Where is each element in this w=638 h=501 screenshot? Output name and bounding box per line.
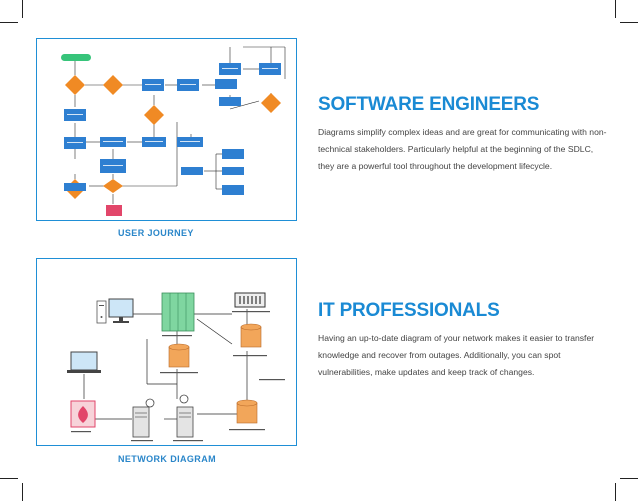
user-journey-diagram bbox=[36, 38, 297, 221]
crop-mark bbox=[22, 483, 23, 501]
network-illustration bbox=[67, 292, 285, 442]
crop-mark bbox=[615, 483, 616, 501]
it-professionals-heading: IT PROFESSIONALS bbox=[318, 300, 500, 321]
it-professionals-description: Having an up-to-date diagram of your net… bbox=[318, 333, 595, 377]
user-journey-caption: USER JOURNEY bbox=[118, 228, 194, 238]
crop-mark bbox=[620, 22, 638, 23]
network-diagram bbox=[36, 258, 297, 446]
software-engineers-description: Diagrams simplify complex ideas and are … bbox=[318, 127, 607, 171]
crop-mark bbox=[620, 478, 638, 479]
network-diagram-caption: NETWORK DIAGRAM bbox=[118, 454, 216, 464]
crop-mark bbox=[615, 0, 616, 18]
crop-mark bbox=[22, 0, 23, 18]
crop-mark bbox=[0, 22, 18, 23]
crop-mark bbox=[0, 478, 18, 479]
flowchart-illustration bbox=[61, 46, 286, 216]
software-engineers-heading: SOFTWARE ENGINEERS bbox=[318, 94, 540, 115]
